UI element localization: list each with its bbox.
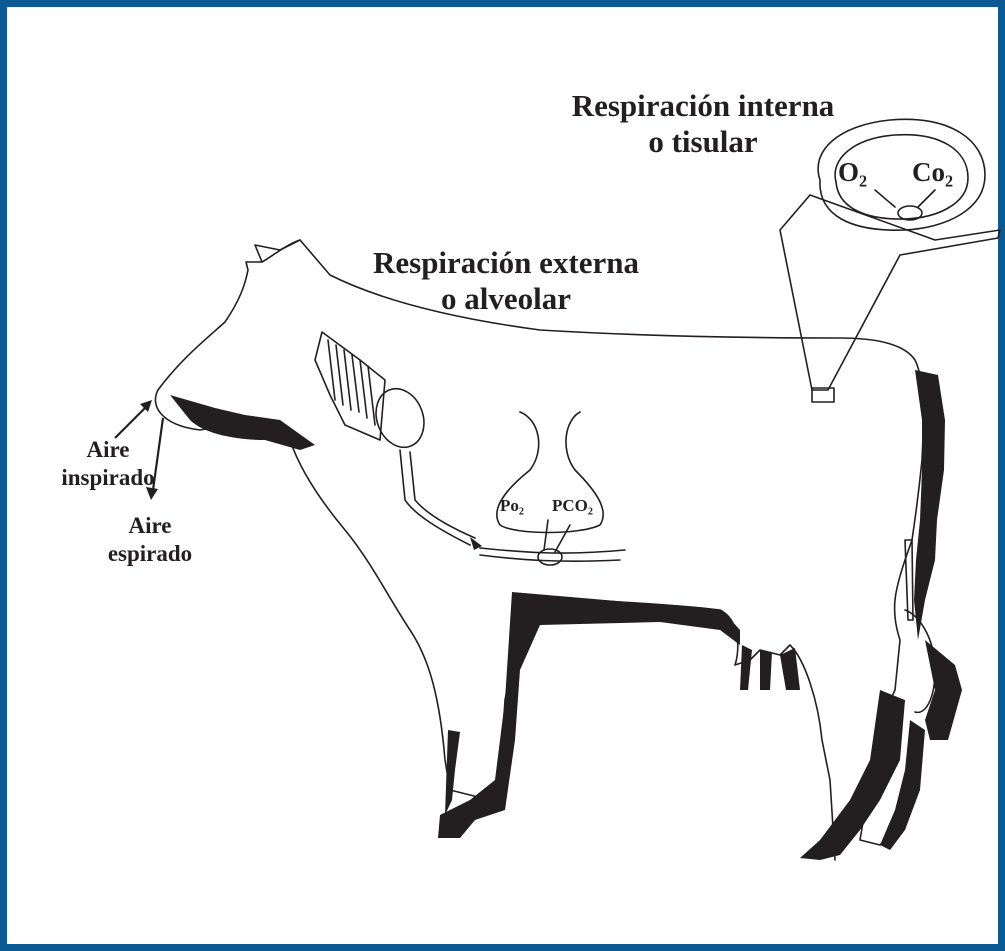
tissue-o2-label: O₂ (838, 157, 867, 187)
alveolar-po2-label: Po₂ (500, 496, 524, 515)
arrow-inspired-air (115, 405, 148, 438)
external-respiration-title: Respiración externa o alveolar (368, 245, 644, 317)
inspired-air-line1: Aire (52, 436, 164, 464)
external-respiration-line1: Respiración externa (368, 245, 644, 281)
internal-respiration-title: Respiración interna o tisular (565, 88, 841, 160)
tissue-co2-label: Co₂ (912, 157, 953, 187)
expired-air-label: Aire espirado (98, 512, 202, 568)
internal-respiration-line2: o tisular (565, 124, 841, 160)
inspired-air-label: Aire inspirado (52, 436, 164, 492)
chest-shading (170, 395, 315, 450)
internal-respiration-line1: Respiración interna (565, 88, 841, 124)
expired-air-line1: Aire (98, 512, 202, 540)
cow-outline (158, 240, 923, 845)
external-respiration-line2: o alveolar (368, 281, 644, 317)
alveolar-pco2-label: PCO₂ (552, 496, 593, 515)
inspired-air-line2: inspirado (52, 464, 164, 492)
expired-air-line2: espirado (98, 540, 202, 568)
